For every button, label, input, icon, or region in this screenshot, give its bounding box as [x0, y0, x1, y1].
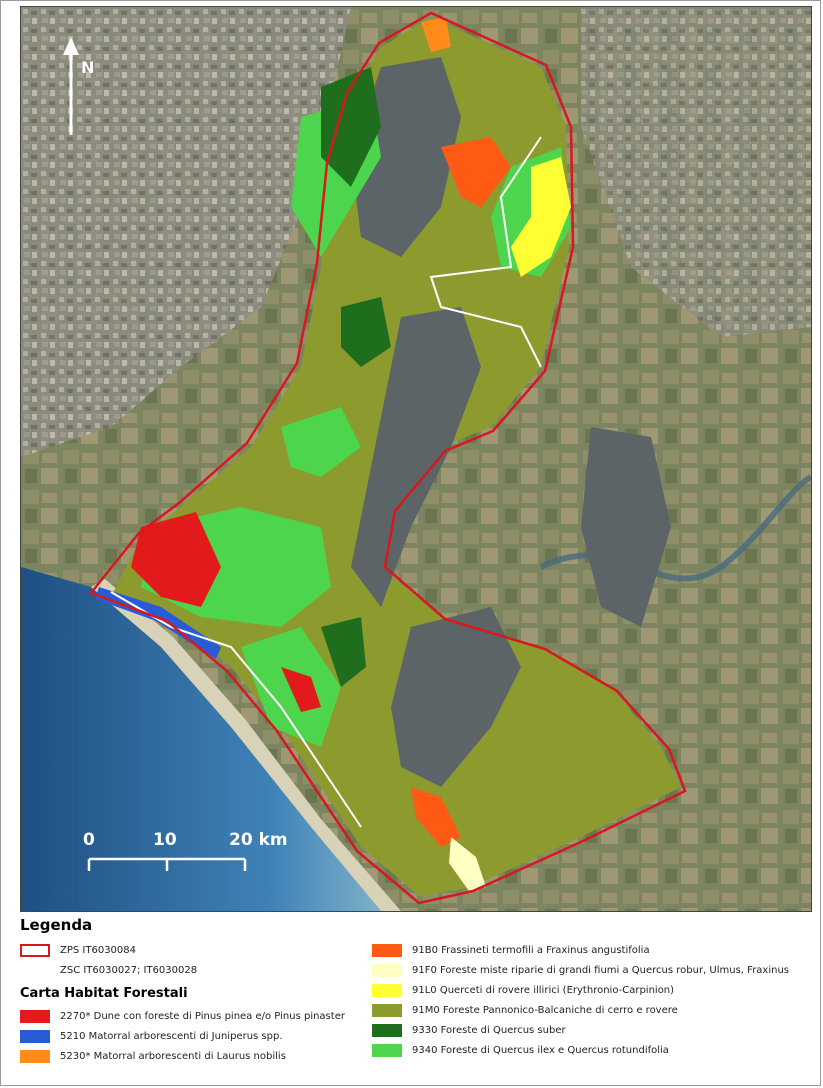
legend-label-9330: 9330 Foreste di Quercus suber	[412, 1024, 566, 1036]
beach	[91, 579, 401, 911]
legend-item-91L0: 91L0 Querceti di rovere illirici (Erythr…	[372, 982, 674, 998]
legend: Legenda ZPS IT6030084 ZSC IT6030027; IT6…	[20, 914, 812, 1080]
legend-label-2270: 2270* Dune con foreste di Pinus pinea e/…	[60, 1010, 345, 1022]
legend-item-5230: 5230* Matorral arborescenti di Laurus no…	[20, 1048, 286, 1064]
sea	[21, 567, 381, 911]
non-habitat-patch-center	[351, 307, 481, 607]
swatch-9340	[372, 1043, 402, 1057]
swatch-zsc	[20, 964, 50, 977]
zsc-boundary-coast	[110, 591, 362, 828]
legend-item-zsc: ZSC IT6030027; IT6030028	[20, 962, 197, 978]
legend-label-91F0: 91F0 Foreste miste riparie di grandi fiu…	[412, 964, 790, 976]
swatch-9330	[372, 1023, 402, 1037]
legend-label-91B0: 91B0 Frassineti termofili a Fraxinus ang…	[412, 944, 650, 956]
habitat-2270-coast	[281, 667, 321, 712]
habitat-91F0	[449, 837, 486, 891]
legend-item-9330: 9330 Foreste di Quercus suber	[372, 1022, 566, 1038]
swatch-5230	[20, 1049, 50, 1063]
legend-item-9340: 9340 Foreste di Quercus ilex e Quercus r…	[372, 1042, 669, 1058]
scale-label-10: 10	[153, 830, 177, 850]
scale-label-0: 0	[83, 830, 95, 850]
legend-item-91F0: 91F0 Foreste miste riparie di grandi fiu…	[372, 962, 789, 978]
swatch-91F0	[372, 963, 402, 977]
legend-item-zps: ZPS IT6030084	[20, 942, 136, 958]
habitat-2270	[131, 512, 221, 607]
legend-label-zps: ZPS IT6030084	[60, 944, 137, 956]
legend-item-5210: 5210 Matorral arborescenti di Juniperus …	[20, 1028, 283, 1044]
legend-label-91M0: 91M0 Foreste Pannonico-Balcaniche di cer…	[412, 1004, 678, 1016]
north-arrow: N	[63, 37, 94, 135]
legend-item-91M0: 91M0 Foreste Pannonico-Balcaniche di cer…	[372, 1002, 678, 1018]
legend-item-2270: 2270* Dune con foreste di Pinus pinea e/…	[20, 1008, 345, 1024]
swatch-5210	[20, 1029, 50, 1043]
scale-bar: 0 10 20 km	[83, 830, 288, 871]
swatch-91M0	[372, 1003, 402, 1017]
urban-area-northwest	[21, 7, 351, 457]
legend-label-5230: 5230* Matorral arborescenti di Laurus no…	[60, 1050, 286, 1062]
map-svg: N 0 10 20 km	[21, 7, 811, 911]
legend-label-9340: 9340 Foreste di Quercus ilex e Quercus r…	[412, 1044, 669, 1056]
habitat-9330-south	[321, 617, 366, 687]
legend-label-zsc: ZSC IT6030027; IT6030028	[60, 964, 198, 976]
habitat-91B0-north	[441, 137, 511, 207]
non-habitat-patch-east	[581, 427, 671, 627]
legend-item-91B0: 91B0 Frassineti termofili a Fraxinus ang…	[372, 942, 650, 958]
habitat-9330-north	[321, 67, 381, 187]
legend-title: Legenda	[20, 916, 93, 934]
habitat-5230	[421, 17, 451, 52]
swatch-91L0	[372, 983, 402, 997]
legend-label-5210: 5210 Matorral arborescenti di Juniperus …	[60, 1030, 283, 1042]
north-label: N	[81, 58, 94, 77]
legend-subtitle: Carta Habitat Forestali	[20, 986, 188, 1001]
map-view[interactable]: N 0 10 20 km	[20, 6, 812, 912]
non-habitat-patch-north	[351, 57, 461, 257]
habitat-91B0-coast	[411, 787, 461, 847]
habitat-9340-center	[281, 407, 361, 477]
non-habitat-patch-south	[391, 607, 521, 787]
habitat-9330-center	[341, 297, 391, 367]
habitat-91L0	[511, 157, 571, 277]
scale-label-20km: 20 km	[229, 830, 288, 850]
urban-area-northeast	[581, 7, 811, 337]
zps-boundary	[88, 11, 687, 905]
swatch-2270	[20, 1009, 50, 1023]
zsc-boundary-north	[429, 136, 542, 368]
legend-label-91L0: 91L0 Querceti di rovere illirici (Erythr…	[412, 984, 675, 996]
swatch-zps	[20, 943, 50, 957]
swatch-91B0	[372, 943, 402, 957]
